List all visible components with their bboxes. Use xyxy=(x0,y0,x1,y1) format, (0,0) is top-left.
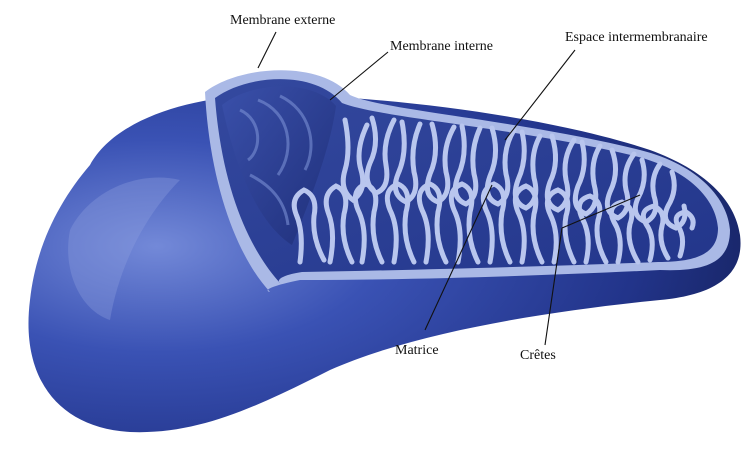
label-inner-membrane: Membrane interne xyxy=(390,39,493,55)
label-outer-membrane: Membrane externe xyxy=(230,13,335,29)
label-cristae: Crêtes xyxy=(520,348,556,364)
leader-inner-membrane xyxy=(330,52,388,100)
leader-outer-membrane xyxy=(258,32,276,68)
label-matrix: Matrice xyxy=(395,343,439,359)
label-intermembrane-space: Espace intermembranaire xyxy=(565,30,708,46)
